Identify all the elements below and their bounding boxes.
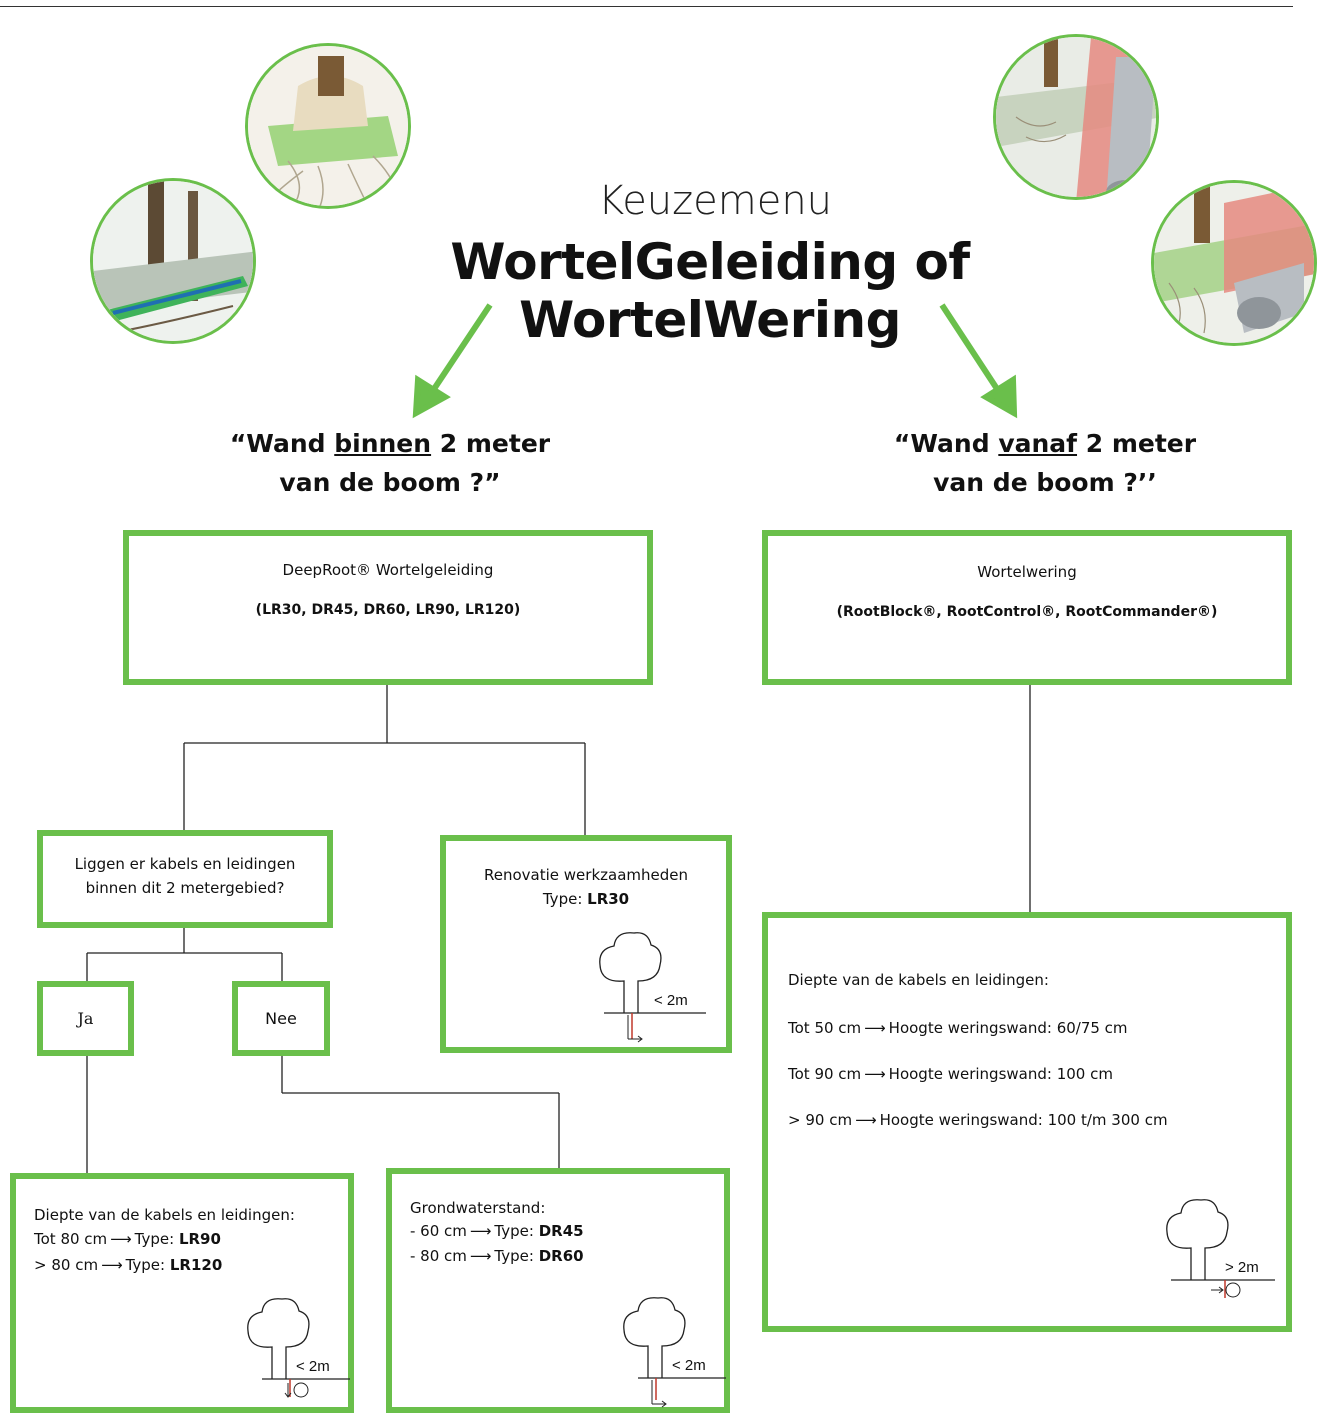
green-arrow-right [939,303,1018,419]
tree-diagram-icon: < 2m [247,1298,350,1398]
groundwater-box: Grondwaterstand: - 60 cm⟶Type: DR45 - 80… [386,1168,730,1413]
barrier-row-3: > 90 cm⟶Hoogte weringswand: 100 t/m 300 … [788,1108,1168,1132]
arrow-icon: ⟶ [101,1256,123,1274]
groundwater-icon-label: < 2m [672,1357,706,1374]
barrier-depth-box: Diepte van de kabels en leidingen: Tot 5… [762,912,1292,1332]
wortelwering-types: (RootBlock®, RootControl®, RootCommander… [836,604,1218,620]
renovation-icon-label: < 2m [654,992,688,1009]
cables-question-line1: Liggen er kabels en leidingen [74,855,296,873]
groundwater-row-2: - 80 cm⟶Type: DR60 [410,1244,584,1268]
wortelwering-main-box: Wortelwering (RootBlock®, RootControl®, … [762,530,1292,685]
wortelwering-title: Wortelwering [977,563,1077,581]
barrier-row-1: Tot 50 cm⟶Hoogte weringswand: 60/75 cm [788,1016,1128,1040]
barrier-depth-heading: Diepte van de kabels en leidingen: [788,971,1049,989]
street-tree-photo-circle [90,178,256,344]
tree-root-photo-circle-top [245,43,411,209]
top-rule [0,6,1293,7]
renovation-title: Renovatie werkzaamheden [484,866,688,884]
groundwater-row-1: - 60 cm⟶Type: DR45 [410,1219,584,1243]
right-question-emphasis: vanaf [998,429,1078,458]
left-question-emphasis: binnen [334,429,432,458]
groundwater-heading: Grondwaterstand: [410,1199,546,1217]
deeproot-types: (LR30, DR45, DR60, LR90, LR120) [255,602,521,618]
cables-question-box: Liggen er kabels en leidingen binnen dit… [37,830,333,928]
root-barrier-photo-circle-top [993,34,1159,200]
renovation-type: Type: LR30 [542,890,630,908]
barrier-row-2: Tot 90 cm⟶Hoogte weringswand: 100 cm [788,1062,1113,1086]
root-barrier-photo-circle-bottom [1151,180,1317,346]
green-arrow-left [412,303,493,419]
tree-diagram-icon: < 2m [623,1297,726,1408]
no-box: Nee [232,981,330,1056]
main-title: WortelGeleiding of WortelWering [450,233,970,349]
arrow-icon: ⟶ [469,1222,492,1240]
cable-depth-box: Diepte van de kabels en leidingen: Tot 8… [10,1173,354,1413]
right-question: “Wand vanaf 2 meter van de boom ?’’ [893,429,1197,497]
arrow-icon: ⟶ [110,1230,132,1248]
barrier-icon-label: > 2m [1225,1259,1259,1276]
renovation-box: Renovatie werkzaamheden Type: LR30 < 2m [440,835,732,1053]
cable-depth-heading: Diepte van de kabels en leidingen: [34,1206,295,1224]
tree-diagram-icon: > 2m [1166,1199,1275,1298]
yes-box: Ja [37,981,134,1056]
arrow-icon: ⟶ [855,1111,877,1129]
tree-diagram-icon: < 2m [599,932,706,1043]
cable-depth-row-2: > 80 cm⟶Type: LR120 [34,1253,222,1277]
deeproot-title: DeepRoot® Wortelgeleiding [282,561,494,579]
cables-question-line2: binnen dit 2 metergebied? [85,879,285,897]
arrow-icon: ⟶ [864,1019,886,1037]
deeproot-main-box: DeepRoot® Wortelgeleiding (LR30, DR45, D… [123,530,653,685]
no-label: Nee [265,1009,297,1028]
arrow-icon: ⟶ [864,1065,886,1083]
yes-label: Ja [77,1009,94,1028]
arrow-icon: ⟶ [469,1247,492,1265]
cable-depth-icon-label: < 2m [296,1358,330,1375]
menu-title: Keuzemenu [597,178,833,224]
cable-depth-row-1: Tot 80 cm⟶Type: LR90 [34,1227,221,1251]
left-question: “Wand binnen 2 meter van de boom ?” [229,429,551,497]
